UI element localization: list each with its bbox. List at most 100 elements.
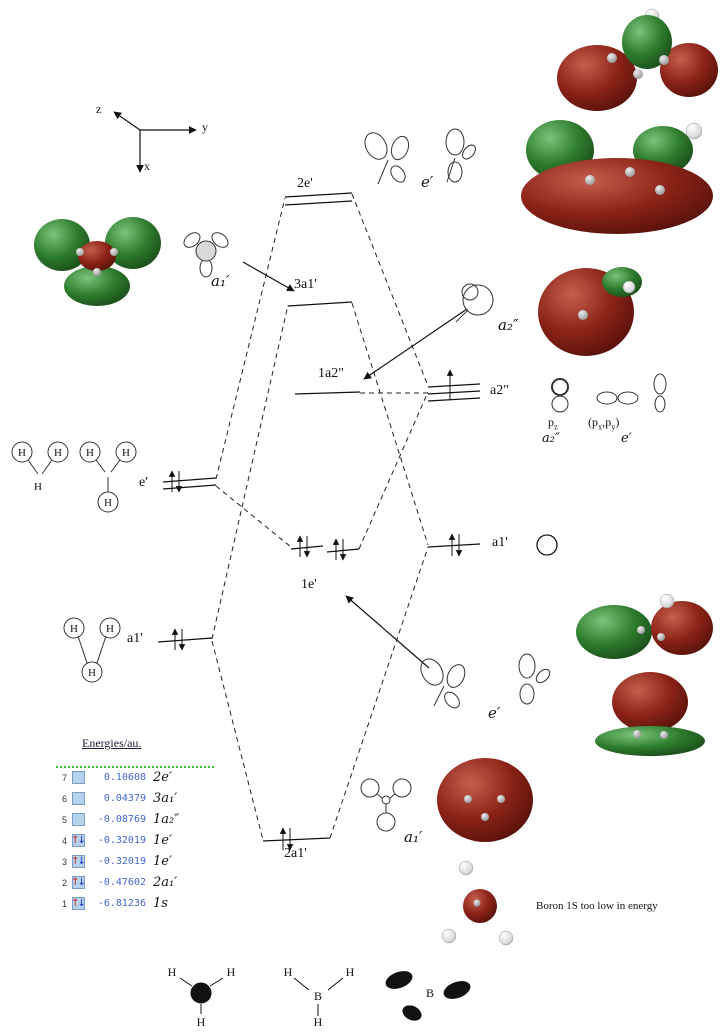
spin-down-arrow: ↓ [77,835,86,846]
orbital-energy: -6.81236 [97,898,146,909]
energy-row: 6 0.04379 3a₁′ [58,788,220,809]
sym-a1-top-label: a₁′ [211,272,230,290]
sketch-bh3-letter [293,977,344,1016]
pointer-arrows [242,261,468,669]
spin-up-arrow: ↑ [71,877,80,888]
b-atom-label: B [314,989,322,1003]
h-atom-label: H [54,447,62,459]
h-atom-label: H [168,965,177,979]
iso-2e-top-right [557,8,718,111]
correlation-lines [211,193,429,841]
level-2a1-label: 2a1' [284,846,307,861]
orbital-label: 2e′ [153,770,172,785]
sketch-bh3-p-lobes [385,971,471,1021]
axis-x-label: x [144,159,150,173]
iso-1e-horizontal [576,593,713,659]
iso-1e-vertical [595,672,705,756]
homo-lumo-divider [56,766,214,768]
left-level-e-label: e' [139,475,148,490]
h-atom-label: H [18,447,26,459]
h-atom-label: H [122,447,130,459]
orbital-box: ↑↓ [71,855,86,868]
sym-a2-mid-label: a₂″ [498,316,519,334]
orbital-index: 7 [61,772,67,783]
right-level-a2-label: a2" [490,383,509,398]
orbital-index: 3 [61,856,67,867]
energy-levels [157,192,558,842]
iso-2a1-bottom [437,758,533,842]
sketch-a1-top [183,232,229,278]
pxpy-symmetry-label: e′ [621,431,632,446]
orbital-energy: 0.04379 [103,793,146,804]
energy-row: 2 ↑↓ -0.47602 2a₁′ [58,872,220,893]
iso-3a1-left [34,217,161,306]
sketch-e-salc-top [364,128,476,185]
orbital-index: 5 [61,814,67,825]
axis-z-label: z [96,102,102,116]
orbital-box: ↑↓ [71,876,86,889]
orbital-label: 1a₂″ [153,812,180,827]
left-level-a1-label: a1' [127,631,143,646]
orbital-index: 2 [61,877,67,888]
energies-table-header: Energies/au. [82,736,142,750]
sym-e-top-label: e′ [421,173,434,191]
level-2e-label: 2e' [297,176,313,191]
orbital-energy: -0.08769 [97,814,146,825]
h-atom-label: H [70,623,78,635]
orbital-box [72,792,85,805]
h-atom-label: H [284,965,293,979]
energies-table-rows: 7 0.10608 2e′ 6 0.04379 3a₁′ 5 -0.08769 … [58,767,220,914]
orbital-index: 1 [61,898,67,909]
sym-a1-low-label: a₁′ [404,828,423,846]
energy-row: 1 ↑↓ -6.81236 1s [58,893,220,914]
orbital-index: 4 [61,835,67,846]
sketch-e-salc-low [420,653,551,709]
energy-row: 4 ↑↓ -0.32019 1e′ [58,830,220,851]
orbital-label: 1s [153,896,168,911]
spin-up-arrow: ↑ [71,856,80,867]
pz-symmetry-label: a₂″ [542,431,560,446]
h-atom-label: H [106,623,114,635]
iso-1a2-right [538,267,642,356]
energy-row: 7 0.10608 2e′ [58,767,220,788]
electron-arrows [168,369,463,851]
sketch-h3-salc-a1 [63,617,121,683]
spin-up-arrow: ↑ [71,898,80,909]
orbital-box: ↑↓ [71,897,86,910]
right-level-a1-label: a1' [492,535,508,550]
energy-row: 3 ↑↓ -0.32019 1e′ [58,851,220,872]
iso-2e-right [521,120,713,234]
sketch-p-orbitals [551,373,667,413]
b-atom-label: B [426,986,434,1000]
sketch-a1-low [360,778,412,832]
pxpy-label: (px,py) [588,415,620,432]
iso-1s-bottom [441,860,514,946]
orbital-label: 1e′ [153,833,172,848]
spin-down-arrow: ↓ [77,877,86,888]
sketch-a2-ao [455,283,494,323]
orbital-energy: -0.32019 [97,856,146,867]
atom-letters: H H H H H H H H H H H H H H B H B [18,447,434,1029]
orbital-index: 6 [61,793,67,804]
energy-row: 5 -0.08769 1a₂″ [58,809,220,830]
h-atom-label: H [104,497,112,509]
orbital-label: 1e′ [153,854,172,869]
pz-label: pz [548,415,558,432]
orbital-energy: -0.32019 [97,835,146,846]
boron-1s-note: Boron 1S too low in energy [536,900,658,912]
energies-table: Energies/au. 7 0.10608 2e′ 6 0.04379 3a₁… [58,736,220,914]
orbital-label: 2a₁′ [153,875,178,890]
sketch-bh3-dot [179,977,224,1014]
orbital-label: 3a₁′ [153,791,178,806]
spin-down-arrow: ↓ [77,898,86,909]
h-atom-label: H [86,447,94,459]
h-atom-label: H [197,1015,206,1029]
s-orbital-circle [536,534,558,556]
level-3a1-label: 3a1' [294,277,317,292]
h-atom-label: H [227,965,236,979]
orbital-box: ↑↓ [71,834,86,847]
h-atom-label: H [346,965,355,979]
h-atom-label: H [88,667,96,679]
